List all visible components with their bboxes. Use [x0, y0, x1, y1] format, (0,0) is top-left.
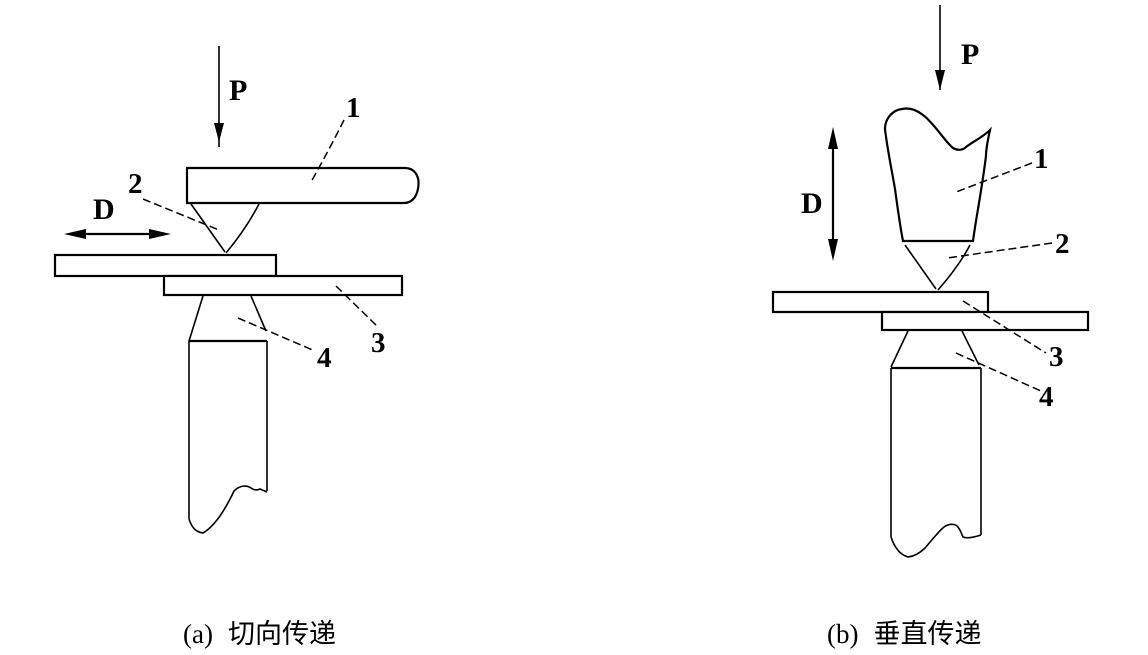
- panel-b: P 1 2 D 3 4: [771, 5, 1090, 558]
- part1-leader-a: [310, 119, 345, 183]
- lower-plate-a: [162, 274, 404, 297]
- part4-leader-a: [237, 317, 316, 352]
- caption-b-index: (b): [827, 619, 859, 649]
- upper-plate-a: [53, 253, 278, 278]
- amplitude-label-b: D: [801, 187, 823, 220]
- upper-plate-b: [771, 290, 990, 314]
- panel-a: P 1 2 D 3 4: [53, 46, 420, 534]
- force-arrowhead-b: [935, 70, 945, 90]
- horn-body-b: [883, 107, 992, 243]
- amplitude-arrowhead-top-b: [828, 127, 838, 149]
- part4-label-a: 4: [317, 342, 332, 374]
- part2-leader-b: [946, 242, 1053, 259]
- tip-right-edge-b: [937, 244, 971, 291]
- anvil-break-line-a: [188, 485, 268, 534]
- part4-label-b: 4: [1039, 381, 1054, 413]
- horn-bar-a: [185, 166, 420, 205]
- force-arrowhead-a: [214, 123, 224, 142]
- part2-label-a: 2: [128, 168, 143, 200]
- part3-label-a: 3: [371, 327, 386, 359]
- force-label-a: P: [229, 74, 247, 107]
- amplitude-arrowhead-bottom-b: [828, 239, 838, 261]
- part2-label-b: 2: [1055, 228, 1070, 260]
- part1-label-a: 1: [346, 92, 361, 124]
- tip-right-edge-a: [225, 203, 260, 254]
- part3-leader-b: [962, 300, 1047, 354]
- part3-leader-a: [335, 285, 379, 328]
- caption-b: (b) 垂直传递: [827, 612, 981, 651]
- caption-a: (a) 切向传递: [183, 612, 336, 651]
- anvil-neck-left-a: [188, 295, 204, 342]
- amplitude-label-a: D: [93, 193, 115, 226]
- anvil-neck-right-b: [961, 330, 980, 366]
- anvil-neck-right-a: [250, 295, 267, 332]
- caption-a-index: (a): [183, 619, 213, 649]
- force-label-b: P: [961, 38, 979, 71]
- part3-label-b: 3: [1049, 341, 1064, 373]
- caption-b-text: 垂直传递: [873, 619, 982, 649]
- part1-label-b: 1: [1034, 143, 1049, 175]
- anvil-break-line-b: [890, 523, 982, 558]
- part1-leader-b: [955, 162, 1033, 193]
- anvil-neck-left-b: [890, 330, 909, 368]
- tip-left-edge-b: [904, 244, 937, 290]
- amplitude-arrowhead-left-a: [64, 229, 86, 239]
- caption-a-text: 切向传递: [227, 619, 336, 649]
- part2-leader-a: [142, 198, 220, 231]
- lower-plate-b: [880, 310, 1090, 332]
- amplitude-arrowhead-right-a: [149, 229, 171, 239]
- part4-leader-b: [955, 352, 1042, 392]
- tip-left-edge-a: [190, 203, 226, 253]
